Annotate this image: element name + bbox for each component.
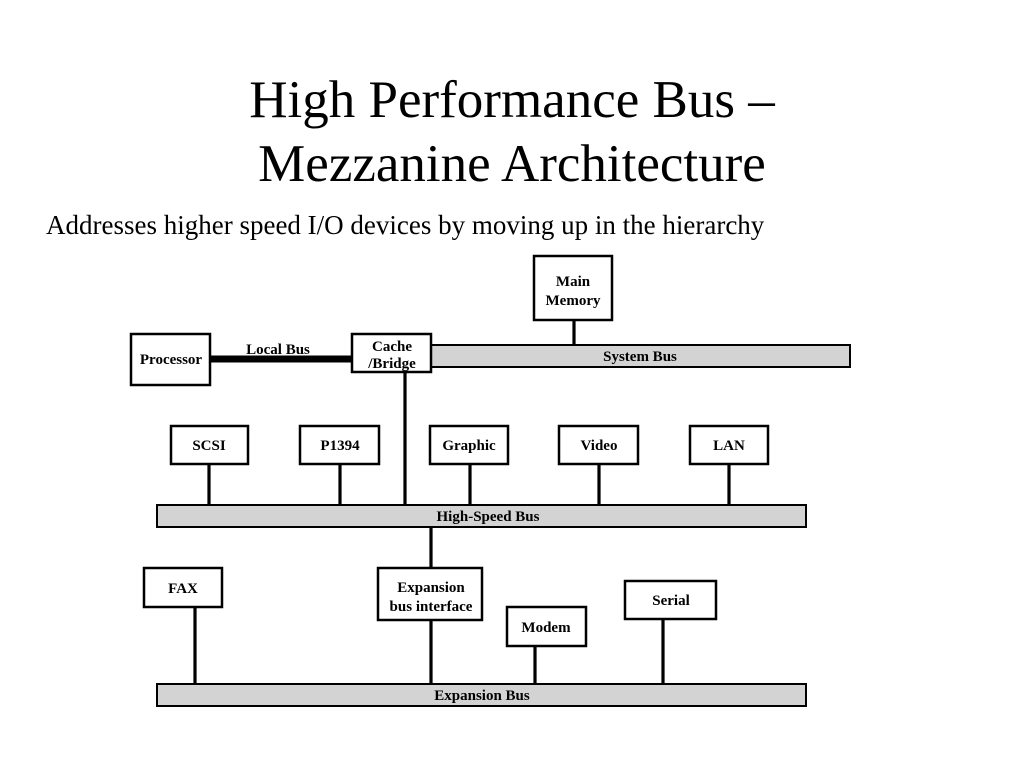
fax-box — [142, 566, 224, 609]
cache-label-2: /Bridge — [367, 356, 416, 372]
modem-box — [505, 605, 588, 648]
slide-title: High Performance Bus – Mezzanine Archite… — [0, 68, 1024, 196]
serial-box — [623, 579, 718, 621]
expansion-bus — [156, 683, 807, 707]
video-label: Video — [581, 438, 618, 454]
high-speed-bus — [156, 504, 807, 528]
cache-label-1: Cache — [372, 339, 412, 355]
scsi-box — [169, 424, 250, 466]
graphic-box — [428, 424, 510, 466]
scsi-label: SCSI — [192, 438, 226, 454]
fax-label: FAX — [168, 581, 198, 597]
expansion-bus-label: Expansion Bus — [434, 688, 530, 704]
cache-bridge-box — [350, 332, 433, 374]
slide-subtitle: Addresses higher speed I/O devices by mo… — [46, 210, 765, 240]
local-bus-label: Local Bus — [246, 342, 310, 358]
high-speed-bus-label: High-Speed Bus — [437, 509, 540, 525]
title-line-2: Mezzanine Architecture — [258, 135, 766, 193]
title-line-1: High Performance Bus – — [249, 71, 775, 129]
graphic-label: Graphic — [442, 438, 496, 454]
modem-label: Modem — [521, 620, 571, 636]
serial-label: Serial — [652, 593, 690, 609]
lan-box — [688, 424, 770, 466]
expansion-interface-label-1: Expansion — [397, 580, 465, 596]
main-memory-label-1: Main — [556, 274, 591, 290]
expansion-interface-box — [376, 566, 484, 622]
video-box — [557, 424, 640, 466]
p1394-label: P1394 — [320, 438, 360, 454]
lan-label: LAN — [713, 438, 745, 454]
p1394-box — [298, 424, 381, 466]
processor-label: Processor — [140, 352, 203, 368]
processor-box — [129, 332, 212, 387]
main-memory-box — [532, 254, 614, 322]
main-memory-label-2: Memory — [546, 293, 601, 309]
system-bus-label: System Bus — [603, 349, 677, 365]
expansion-interface-label-2: bus interface — [390, 599, 473, 615]
